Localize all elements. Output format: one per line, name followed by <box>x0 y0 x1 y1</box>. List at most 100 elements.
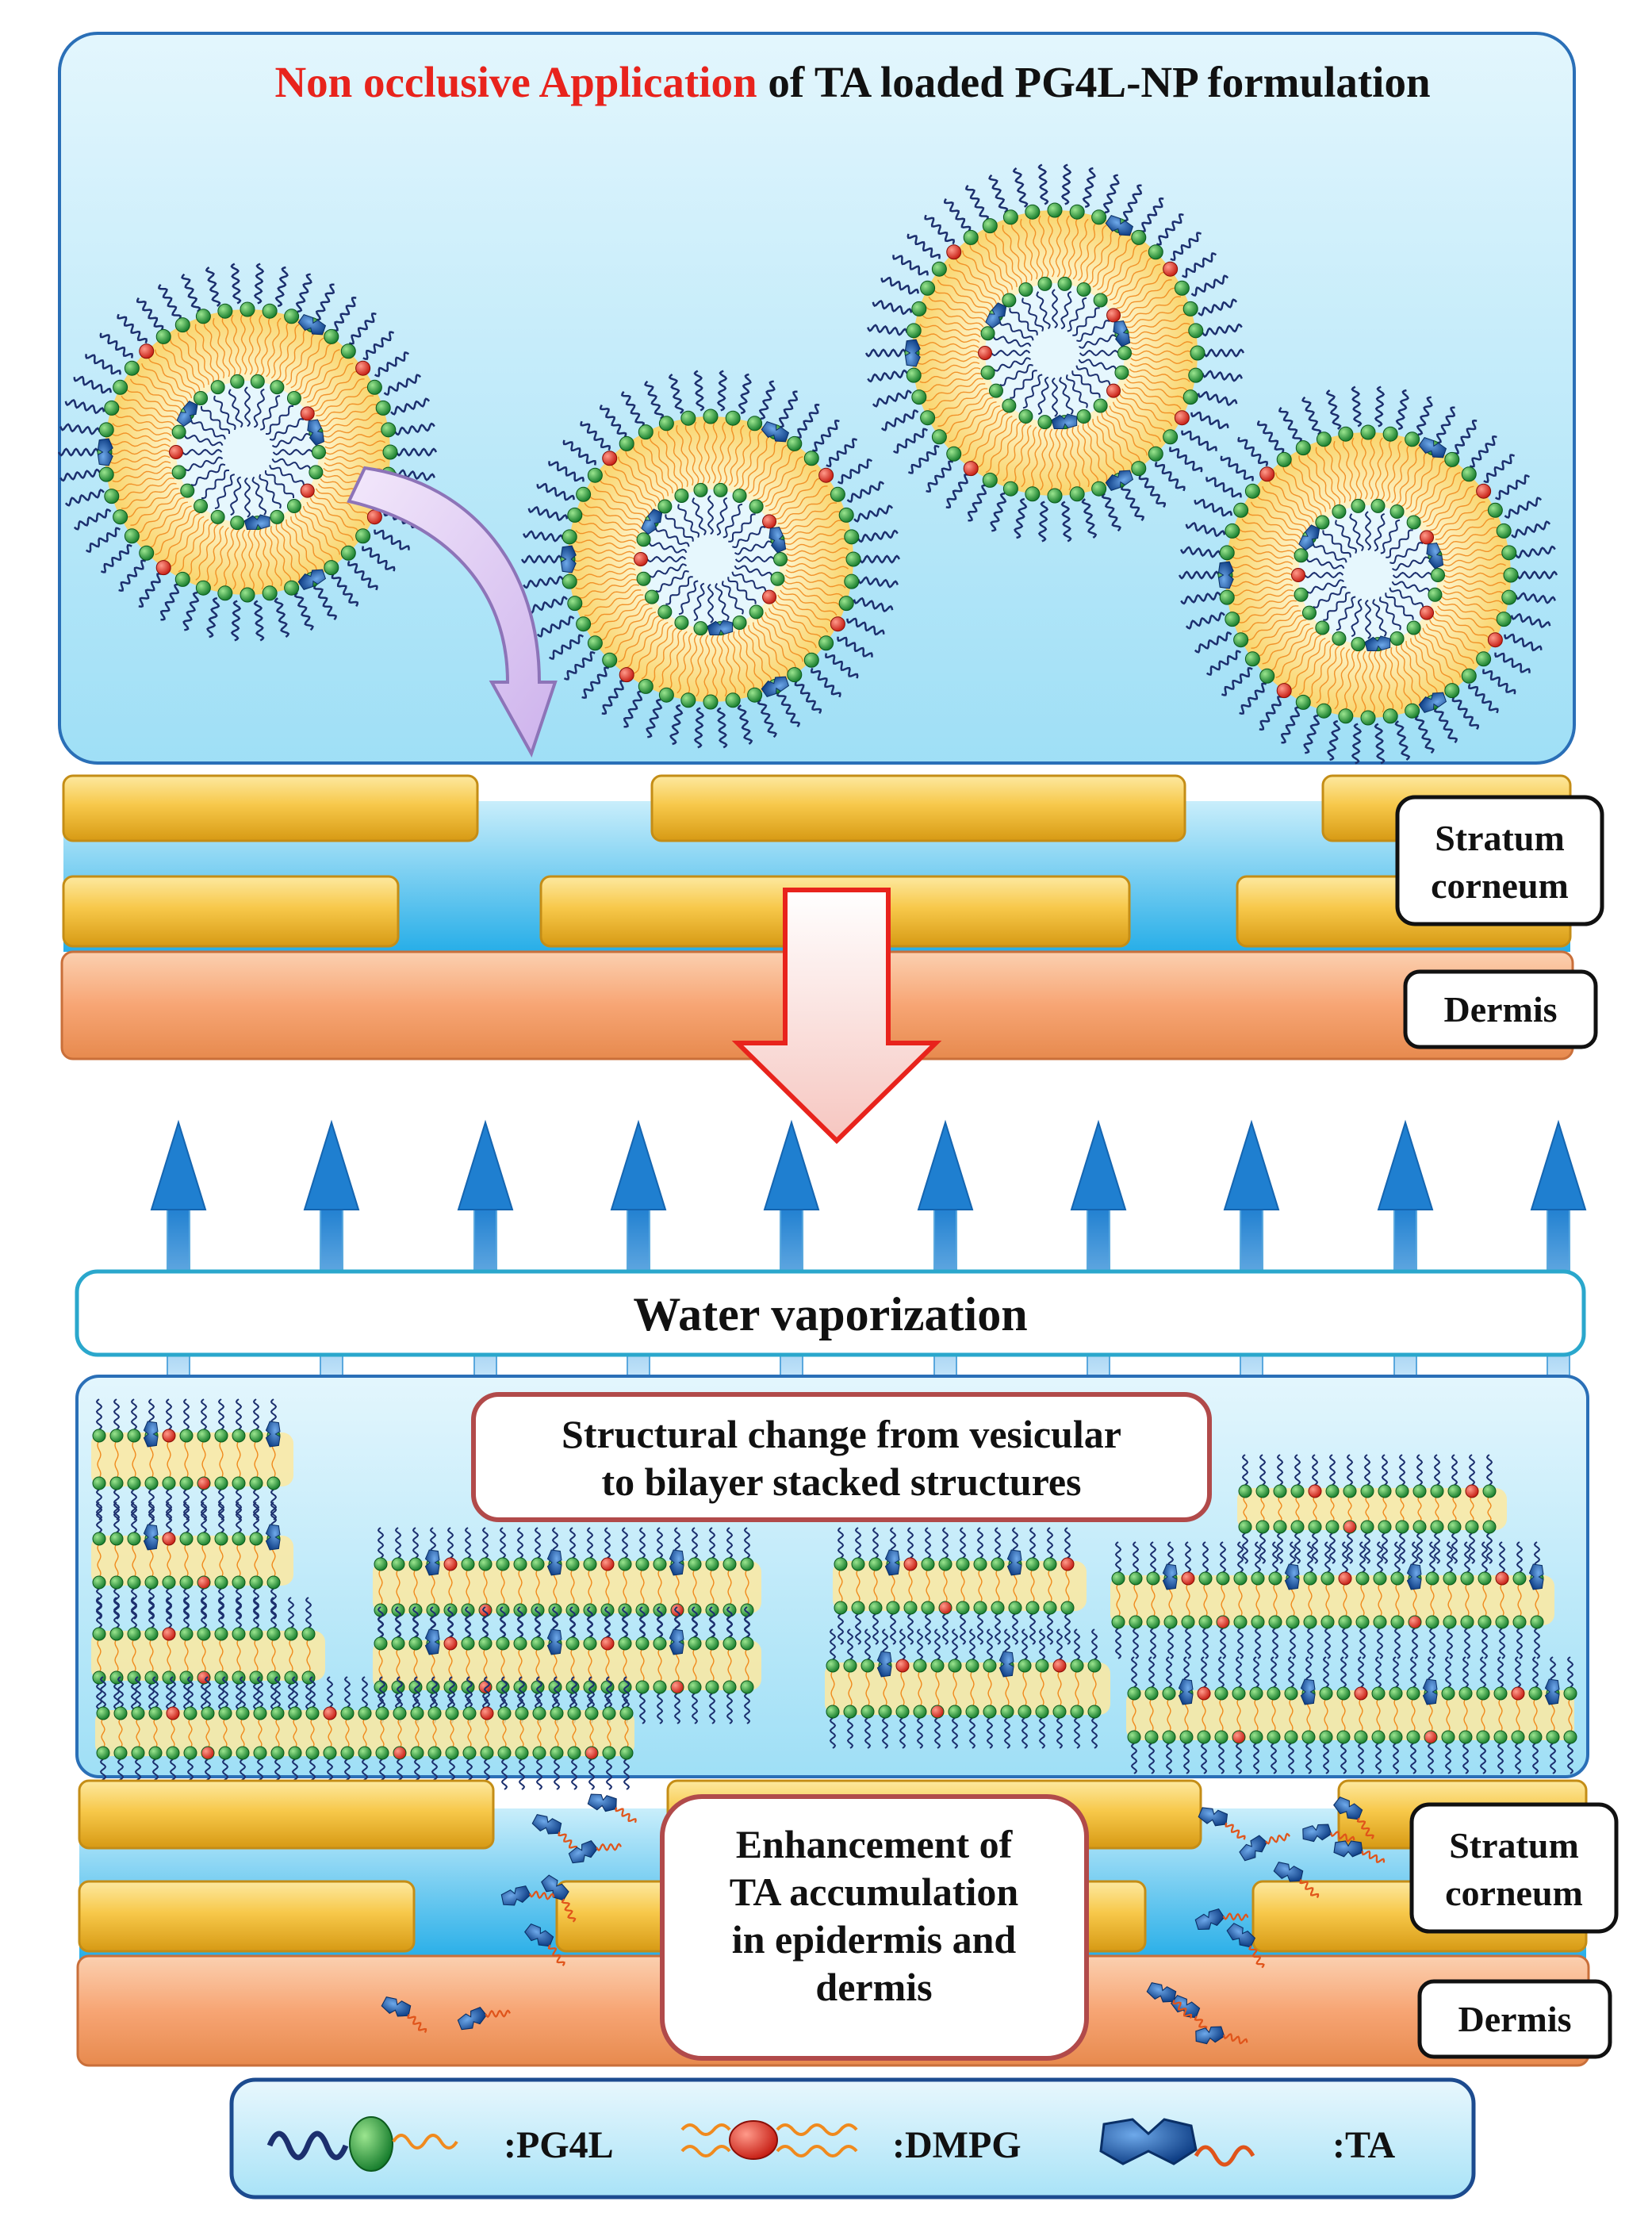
structural-line2: to bilayer stacked structures <box>601 1459 1081 1504</box>
enhancement-callout: Enhancement of TA accumulation in epider… <box>660 1794 1089 2061</box>
ta-molecule-icon <box>1099 2118 1198 2165</box>
ta-molecule <box>1273 1862 1320 1898</box>
ta-molecule <box>524 1923 565 1966</box>
ta-molecule <box>541 1874 577 1923</box>
bilayer-row <box>825 1628 1110 1749</box>
ta-molecule <box>1426 543 1444 570</box>
title-rest: of TA loaded PG4L-NP formulation <box>757 58 1431 106</box>
ta-molecule <box>761 421 790 443</box>
ta-molecule <box>1284 1563 1300 1590</box>
top-corneocyte <box>650 774 1186 842</box>
bottom-corneocyte <box>78 1779 495 1850</box>
ta-molecule <box>265 1524 281 1551</box>
pg4l-head-green-icon <box>349 2116 393 2172</box>
ta-molecule <box>297 314 327 336</box>
ta-molecule <box>307 419 325 446</box>
ta-molecule <box>1105 215 1134 236</box>
ta-molecule <box>1105 470 1134 491</box>
vesicle <box>520 370 901 749</box>
ta-molecule <box>1528 1563 1544 1590</box>
vesicle <box>864 163 1245 543</box>
top-formulation-panel <box>58 32 1576 765</box>
enhance-line4: dermis <box>815 1965 932 2009</box>
ta-molecule <box>669 1628 684 1655</box>
dmpg-tail-left-icon <box>680 2123 731 2136</box>
top-stratum-label-box: Stratum corneum <box>1395 795 1604 926</box>
ta-molecule <box>546 1628 562 1655</box>
ta-molecule <box>1418 437 1447 458</box>
ta-molecule <box>243 514 270 530</box>
ta-molecule <box>97 438 113 466</box>
ta-molecule <box>884 1549 900 1576</box>
title-highlight: Non occlusive Application <box>274 58 757 106</box>
top-corneocyte <box>62 774 479 842</box>
bottom-stratum-line1: Stratum <box>1449 1825 1579 1866</box>
water-vaporization-bar: Water vaporization <box>75 1269 1586 1357</box>
enhance-line1: Enhancement of <box>736 1822 1014 1866</box>
ta-molecule <box>1194 1908 1249 1931</box>
ta-molecule <box>1178 1678 1194 1705</box>
top-stratum-line2: corneum <box>1431 865 1569 906</box>
top-dermis-label: Dermis <box>1443 989 1557 1030</box>
ta-molecule <box>568 1840 622 1864</box>
bilayer-stacked-structures <box>91 1398 1577 1790</box>
ta-molecule <box>143 1524 159 1551</box>
ta-molecule <box>1418 692 1447 713</box>
water-vaporization-label: Water vaporization <box>633 1288 1027 1340</box>
ta-molecule <box>1302 1824 1355 1843</box>
ta-molecule <box>531 1814 578 1851</box>
ta-molecule <box>265 1421 281 1448</box>
ta-tail-icon <box>1194 2145 1255 2167</box>
bottom-corneocyte <box>78 1880 416 1953</box>
bottom-dermis-label: Dermis <box>1458 1999 1571 2039</box>
ta-molecule <box>669 1549 684 1576</box>
ta-molecule <box>1239 1832 1290 1862</box>
ta-molecule <box>297 569 327 590</box>
ta-molecule <box>587 1793 637 1824</box>
vesicle <box>57 263 438 642</box>
ta-molecule <box>143 1421 159 1448</box>
ta-molecule <box>998 1651 1014 1678</box>
enhance-line2: TA accumulation <box>730 1870 1019 1914</box>
ta-molecule <box>1198 1807 1246 1840</box>
ta-molecule <box>1113 320 1131 347</box>
ta-molecule <box>876 1651 892 1678</box>
ta-molecule <box>457 2007 511 2031</box>
bottom-stratum-line2: corneum <box>1445 1873 1583 1913</box>
ta-molecule <box>1544 1678 1560 1705</box>
ta-molecule <box>381 1996 427 2033</box>
ta-molecule <box>904 339 921 367</box>
bilayer-row <box>1237 1454 1507 1564</box>
legend-dmpg-label: :DMPG <box>892 2124 1021 2166</box>
ta-molecule <box>1300 1678 1316 1705</box>
ta-molecule <box>424 1628 440 1655</box>
dmpg-tail-right-icon <box>776 2123 858 2136</box>
ta-molecule <box>424 1549 440 1576</box>
ta-molecule <box>1422 1678 1438 1705</box>
structural-change-callout: Structural change from vesicular to bila… <box>471 1392 1212 1522</box>
ta-molecule <box>761 676 790 697</box>
bilayer-row <box>1126 1656 1577 1774</box>
ta-molecule <box>1333 1797 1374 1839</box>
bilayer-row <box>91 1597 325 1715</box>
curved-application-arrow <box>347 466 558 757</box>
ta-molecule <box>1162 1563 1178 1590</box>
ta-molecule <box>1217 561 1234 589</box>
ta-molecule <box>500 1885 555 1906</box>
ta-molecule <box>1333 1840 1386 1863</box>
bilayer-row <box>91 1398 293 1521</box>
nanoparticle-vesicles <box>57 163 1558 765</box>
top-corneocyte <box>62 875 400 948</box>
vesicle <box>1178 385 1558 765</box>
ta-molecule <box>1226 1923 1265 1969</box>
structural-line1: Structural change from vesicular <box>562 1412 1121 1456</box>
enhance-line3: in epidermis and <box>732 1917 1017 1962</box>
transition-down-arrow <box>731 888 942 1145</box>
pg4l-tail-orange-icon <box>392 2134 458 2150</box>
ta-molecule <box>1195 2026 1248 2045</box>
bilayer-row <box>833 1527 1087 1645</box>
ta-molecule <box>769 527 787 554</box>
pg4l-tail-navy-icon <box>266 2131 349 2161</box>
bilayer-row <box>91 1502 293 1620</box>
